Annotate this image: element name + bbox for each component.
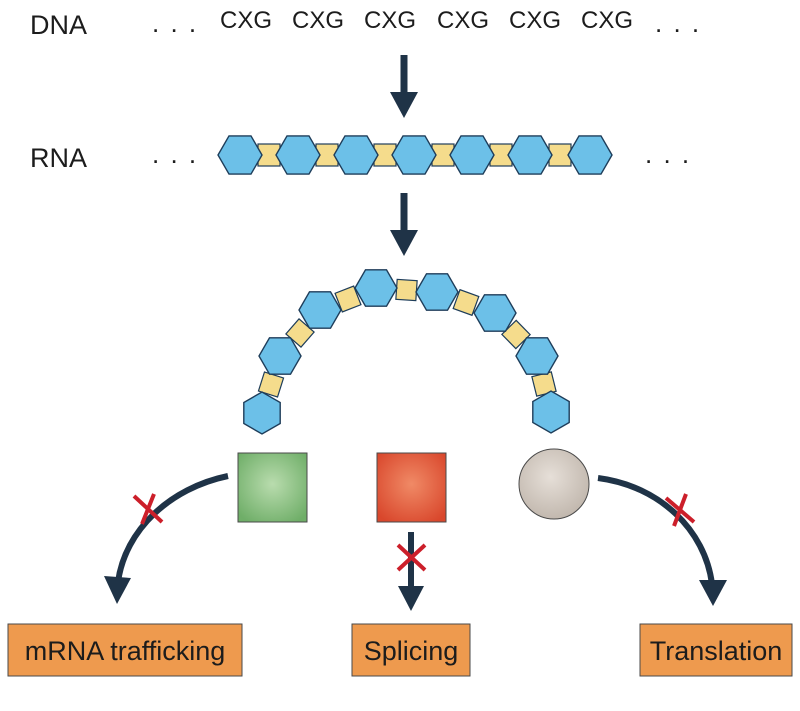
rna-nucleotide-hexagon [298, 291, 342, 329]
rna-linker-square [257, 371, 285, 398]
dna-codon: CXG [220, 7, 272, 34]
dna-codon: CXG [509, 7, 561, 34]
rna-label: RNA [30, 143, 87, 173]
rna-nucleotide-hexagon [391, 135, 437, 175]
dna-codon: CXG [437, 7, 489, 34]
dna-codon: CXG [292, 7, 344, 34]
dna-codon: CXG [581, 7, 633, 34]
rna-nucleotide-hexagon [532, 390, 570, 434]
green-square-protein [237, 452, 308, 523]
rna-nucleotide-hexagon [449, 135, 495, 175]
dna-ellipsis-left: . . . [152, 8, 198, 38]
red-square-protein [376, 452, 447, 523]
rna-linker-square [395, 278, 418, 302]
rna-nucleotide-hexagon [515, 337, 559, 375]
outcome-label: Splicing [364, 636, 459, 666]
rna-nucleotide-hexagon [275, 135, 321, 175]
folding-arrow [390, 193, 418, 256]
translation-arrow [597, 475, 727, 606]
outcome-translation: Translation [639, 623, 793, 677]
rna-nucleotide-hexagon [473, 294, 517, 332]
rna-linker-square [285, 318, 315, 348]
dna-codon-sequence: CXG CXG CXG CXG CXG CXG [220, 7, 633, 34]
dna-ellipsis-right: . . . [655, 8, 701, 38]
rna-strand-linear [217, 135, 613, 175]
grey-circle-protein [518, 448, 590, 520]
rna-nucleotide-hexagon [333, 135, 379, 175]
inhibit-mark-icon [396, 543, 427, 572]
rna-linker-square [501, 319, 531, 350]
rna-linker-square [334, 285, 362, 313]
transcription-arrow [390, 55, 418, 118]
rna-hairpin-structure [243, 269, 570, 435]
rna-nucleotide-hexagon [217, 135, 263, 175]
splicing-arrow [398, 532, 424, 611]
rna-nucleotide-hexagon [415, 273, 459, 311]
trafficking-arrow [104, 473, 229, 604]
rna-ellipsis-right: . . . [645, 139, 691, 169]
outcome-splicing: Splicing [351, 623, 471, 677]
dna-label: DNA [30, 10, 87, 40]
rna-nucleotide-hexagon [258, 337, 302, 375]
rna-nucleotide-hexagon [567, 135, 613, 175]
inhibit-mark-icon [664, 493, 696, 527]
rna-nucleotide-hexagon [243, 391, 281, 435]
rna-nucleotide-hexagon [507, 135, 553, 175]
rna-ellipsis-left: . . . [152, 139, 198, 169]
rna-nucleotide-hexagon [354, 269, 398, 307]
dna-codon: CXG [364, 7, 416, 34]
outcome-label: Translation [650, 636, 783, 666]
inhibit-mark-icon [132, 493, 164, 525]
outcome-label: mRNA trafficking [25, 636, 226, 666]
outcome-mrna-trafficking: mRNA trafficking [7, 623, 243, 677]
rna-linker-square [452, 288, 480, 317]
